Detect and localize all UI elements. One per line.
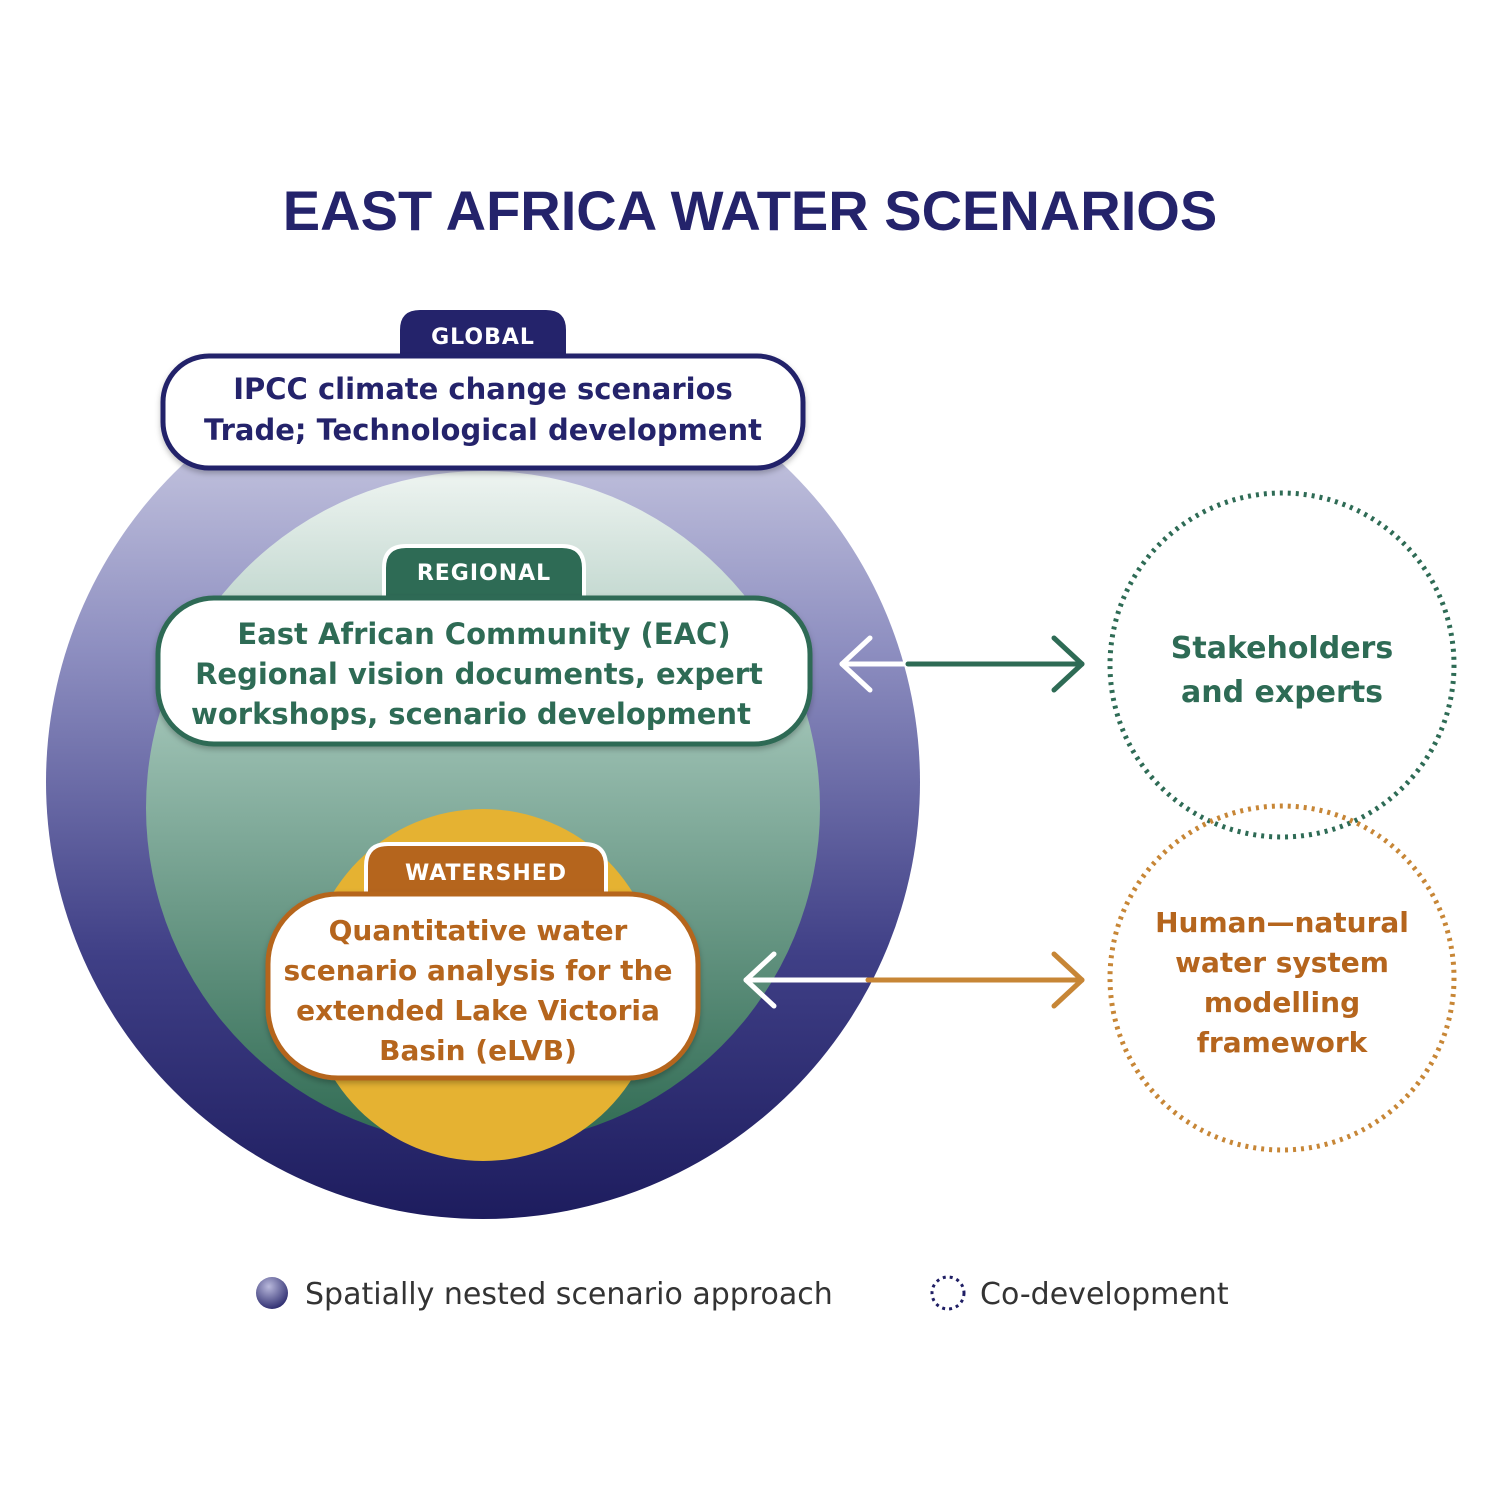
regional-tab: REGIONAL [382, 544, 586, 602]
regional-tab-label: REGIONAL [417, 561, 551, 586]
modelling-arrow [743, 951, 1085, 1009]
regional-text-line-1: East African Community (EAC) [237, 617, 730, 651]
stakeholders-circle [1107, 490, 1457, 840]
watershed-tab-label: WATERSHED [405, 861, 567, 886]
modelling-text-line-4: framework [1197, 1026, 1369, 1059]
global-text-line-2: Trade; Technological development [204, 413, 762, 447]
legend-codev-icon [930, 1275, 966, 1311]
watershed-box [265, 891, 701, 1081]
legend-codev-label: Co-development [980, 1277, 1229, 1312]
global-tab-label: GLOBAL [431, 325, 535, 350]
stakeholders-text-line-2: and experts [1181, 675, 1383, 710]
stakeholders-arrow [839, 635, 1085, 693]
regional-box [155, 595, 813, 747]
legend-nested-icon [256, 1277, 288, 1309]
watershed-text-line-2: scenario analysis for the [283, 954, 672, 987]
watershed-tab: WATERSHED [364, 842, 608, 900]
modelling-text-line-2: water system [1175, 946, 1389, 979]
legend: Spatially nested scenario approach Co-de… [256, 1275, 1229, 1312]
global-box [160, 353, 806, 471]
watershed-text-line-1: Quantitative water [329, 914, 628, 947]
modelling-text-line-1: Human—natural [1155, 906, 1409, 939]
watershed-text-line-4: Basin (eLVB) [379, 1034, 577, 1067]
global-text-line-1: IPCC climate change scenarios [233, 372, 733, 406]
regional-text-line-3: workshops, scenario development [191, 697, 751, 731]
diagram-title: EAST AFRICA WATER SCENARIOS [283, 179, 1217, 242]
stakeholders-text-line-1: Stakeholders [1171, 631, 1393, 666]
global-tab: GLOBAL [396, 306, 570, 360]
modelling-text-line-3: modelling [1204, 986, 1360, 1019]
regional-text-line-2: Regional vision documents, expert [195, 657, 763, 691]
modelling-circle [1107, 803, 1457, 1153]
watershed-text-line-3: extended Lake Victoria [296, 994, 660, 1027]
legend-nested-label: Spatially nested scenario approach [305, 1277, 833, 1312]
